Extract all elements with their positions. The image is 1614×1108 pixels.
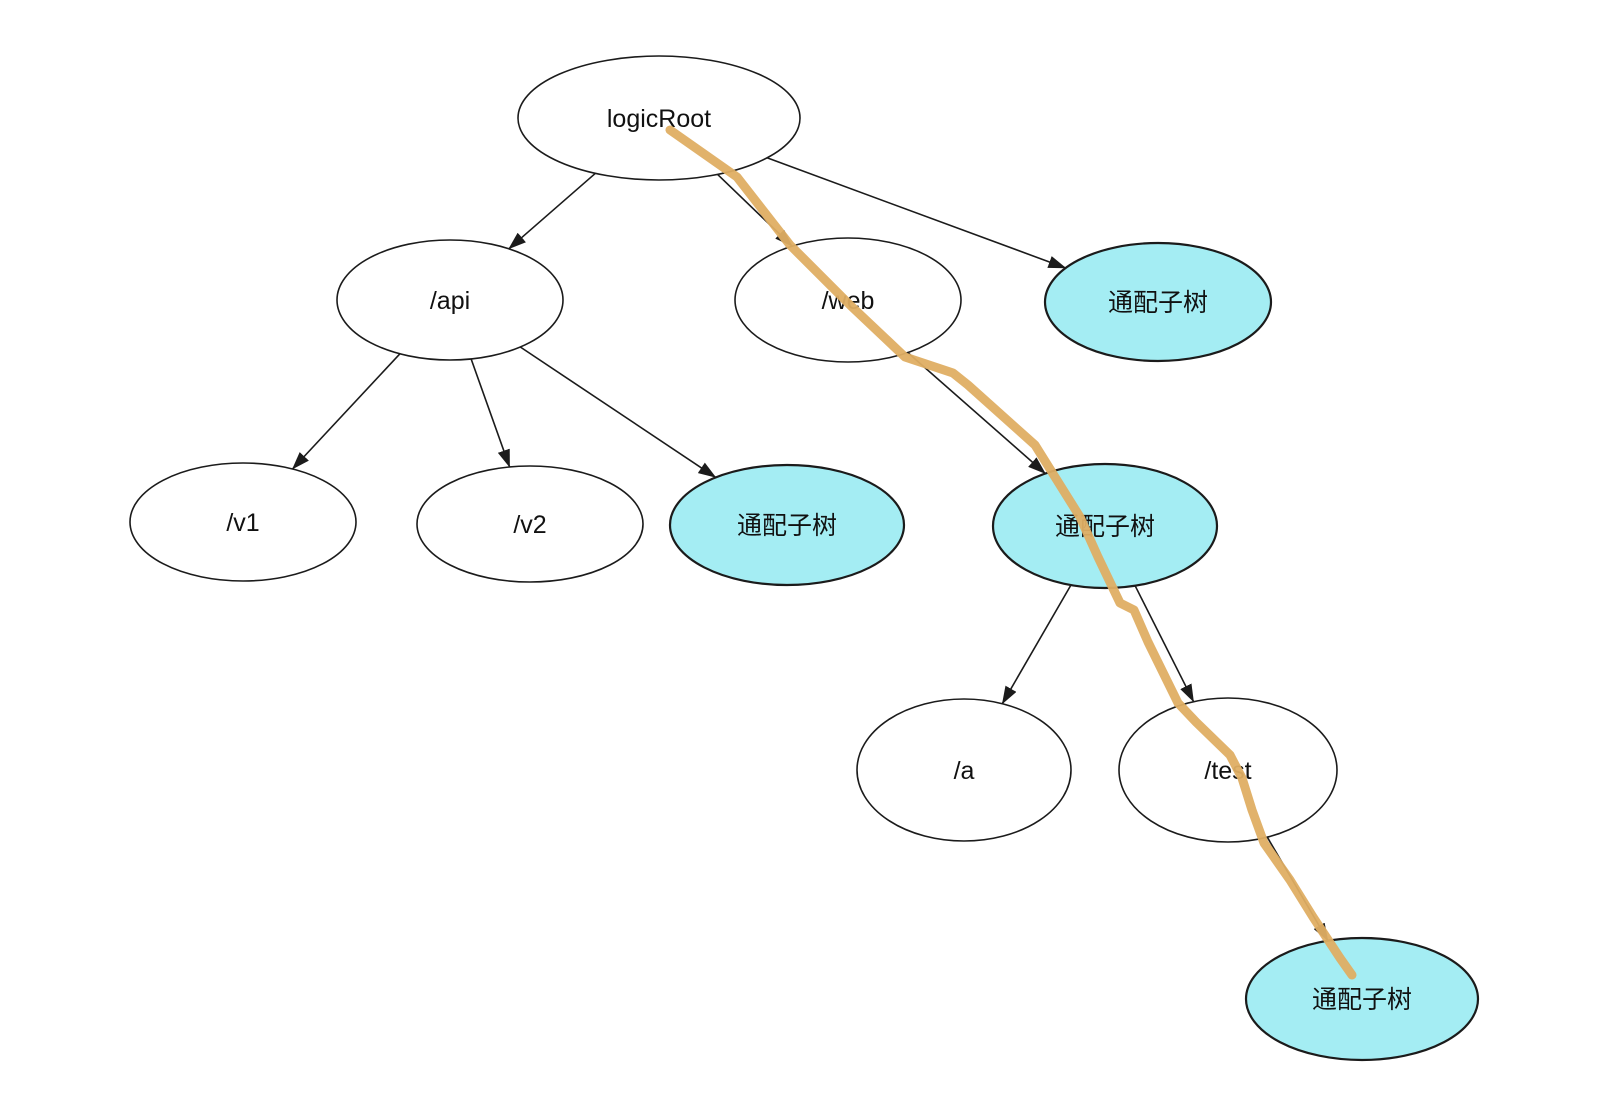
node-wild-root: 通配子树	[1043, 241, 1273, 363]
node-v2-label: /v2	[513, 511, 546, 539]
edge-api-to-v1	[291, 353, 401, 470]
edge-wild-web-to-a	[1001, 584, 1072, 705]
node-v1-shape	[129, 462, 357, 582]
edge-logicRoot-to-wild-root	[766, 157, 1067, 269]
edge-api-to-wild-api	[519, 346, 717, 479]
node-api: /api	[336, 239, 564, 361]
highlight-path-layer	[665, 125, 1357, 980]
edge-logicRoot-to-api	[508, 172, 596, 250]
node-logicRoot: logicRoot	[517, 55, 801, 181]
node-api-label: /api	[430, 287, 470, 315]
node-test-shape	[1118, 697, 1338, 843]
node-logicRoot-shape	[517, 55, 801, 181]
node-wild-web-shape	[991, 462, 1219, 590]
node-wild-test: 通配子树	[1244, 936, 1480, 1062]
edge-web-to-wild-web	[907, 351, 1046, 475]
node-a-shape	[856, 698, 1072, 842]
node-wild-test-label: 通配子树	[1312, 986, 1412, 1014]
node-wild-web-label: 通配子树	[1055, 513, 1155, 541]
node-wild-api-label: 通配子树	[737, 512, 837, 540]
node-v1: /v1	[129, 462, 357, 582]
edge-wild-web-to-test	[1134, 585, 1195, 703]
edge-api-to-v2	[470, 358, 511, 468]
highlight-route-stroke	[665, 125, 1357, 980]
node-test: /test	[1118, 697, 1338, 843]
node-a-label: /a	[954, 757, 975, 785]
node-v2: /v2	[416, 465, 644, 583]
node-wild-root-shape	[1043, 241, 1273, 363]
node-wild-root-label: 通配子树	[1108, 289, 1208, 317]
node-v1-label: /v1	[226, 509, 259, 537]
node-wild-web: 通配子树	[991, 462, 1219, 590]
node-wild-api-shape	[668, 463, 906, 587]
node-api-shape	[336, 239, 564, 361]
node-a: /a	[856, 698, 1072, 842]
node-logicRoot-label: logicRoot	[607, 105, 711, 133]
node-wild-api: 通配子树	[668, 463, 906, 587]
node-wild-test-shape	[1244, 936, 1480, 1062]
node-v2-shape	[416, 465, 644, 583]
